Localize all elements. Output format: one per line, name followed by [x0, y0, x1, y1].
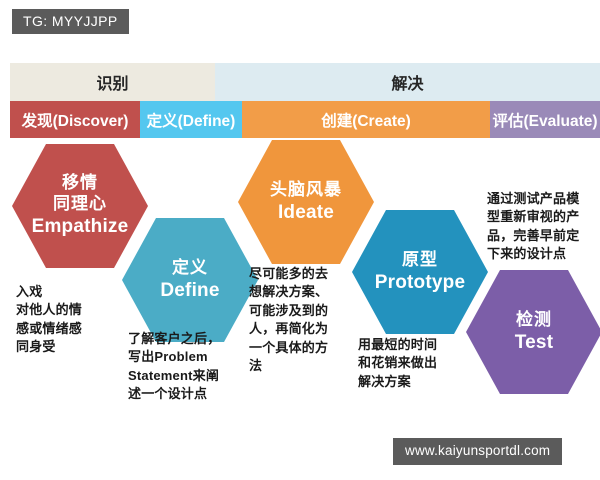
caption-ideate: 尽可能多的去 想解决方案、 可能涉及到的 人，再简化为 一个具体的方 法 — [249, 266, 329, 374]
hexagon-ideate-title-cn: 头脑风暴 — [270, 179, 342, 199]
hexagon-empathize-title-cn2: 同理心 — [53, 194, 107, 214]
hexagon-define-title-en: Define — [160, 279, 220, 301]
phase-band-identify-label: 识别 — [96, 76, 129, 93]
phase-band-solve-label: 解决 — [391, 76, 424, 93]
caption-empathize: 入戏 对他人的情 感或情绪感 同身受 — [16, 284, 83, 355]
stage-band-create-label: 创建(Create) — [321, 112, 411, 130]
hexagon-test-title-cn: 检测 — [516, 309, 552, 329]
hexagon-empathize: 移情 同理心 Empathize — [12, 144, 148, 268]
stage-band-evaluate: 评估(Evaluate) — [490, 101, 600, 138]
hexagon-define-title-cn: 定义 — [172, 257, 208, 277]
phase-band-identify: 识别 — [10, 63, 215, 101]
site-watermark: www.kaiyunsportdl.com — [393, 438, 563, 465]
caption-test: 通过测试产品模 型重新审视的产 品，完善早前定 下来的设计点 — [487, 191, 580, 262]
hexagon-empathize-title-en: Empathize — [31, 216, 129, 238]
stage-band-define: 定义(Define) — [140, 101, 242, 138]
phase-band-solve: 解决 — [215, 63, 600, 101]
stage-band-evaluate-label: 评估(Evaluate) — [492, 112, 598, 130]
tg-tag-badge: TG: MYYJJPP — [12, 9, 129, 34]
hexagon-prototype-title-en: Prototype — [374, 271, 466, 293]
hexagon-test: 检测 Test — [466, 270, 600, 394]
hexagon-define: 定义 Define — [122, 218, 258, 342]
hexagon-prototype: 原型 Prototype — [352, 210, 488, 334]
hexagon-ideate-title-en: Ideate — [277, 201, 335, 223]
caption-define: 了解客户之后， 写出Problem Statement来阐 述一个设计点 — [128, 331, 221, 402]
caption-prototype: 用最短的时间 和花销来做出 解决方案 — [358, 337, 438, 389]
phase-banner: 识别 解决 发现(Discover) 定义(Define) 创建(Create)… — [10, 63, 600, 138]
stage-band-create: 创建(Create) — [242, 101, 490, 138]
stage-band-discover: 发现(Discover) — [10, 101, 140, 138]
stage-band-define-label: 定义(Define) — [146, 112, 236, 130]
hexagon-empathize-title-cn: 移情 — [62, 172, 98, 192]
stage-band-discover-label: 发现(Discover) — [21, 112, 129, 130]
hexagon-ideate: 头脑风暴 Ideate — [238, 140, 374, 264]
hexagon-test-title-en: Test — [514, 331, 554, 353]
hexagon-prototype-title-cn: 原型 — [402, 249, 438, 269]
